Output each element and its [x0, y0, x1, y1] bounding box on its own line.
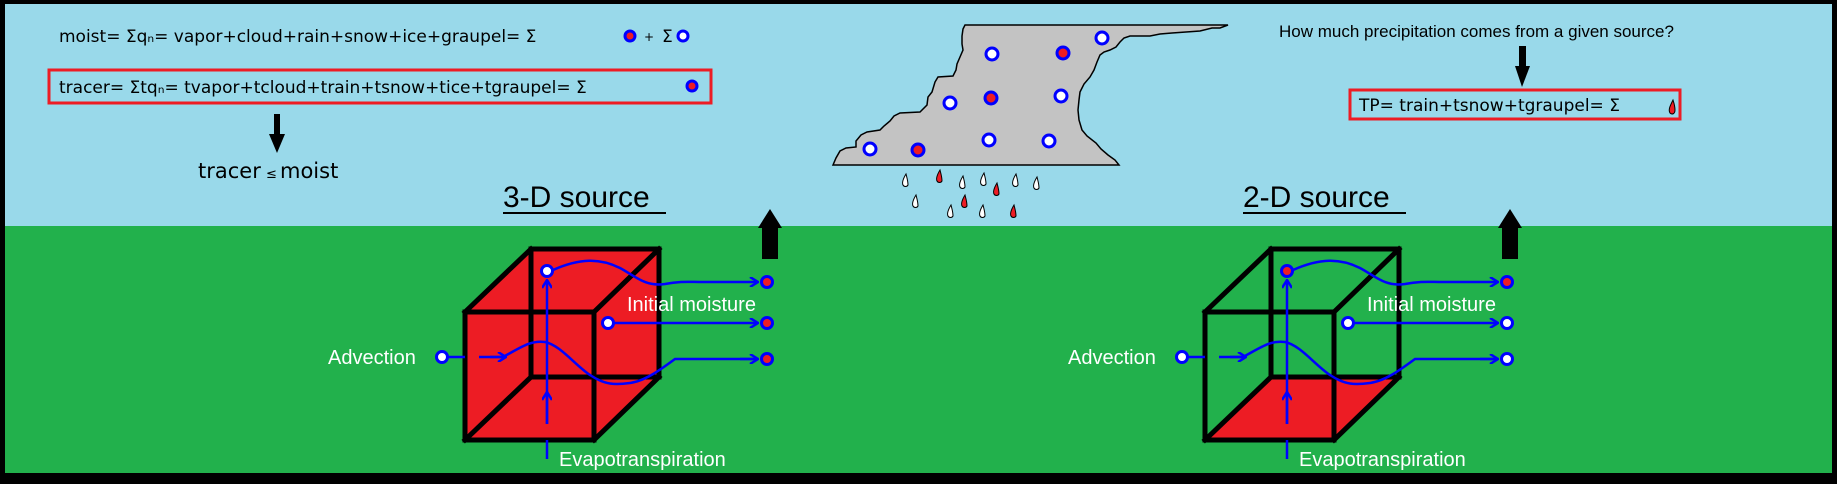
- relation-right: moist: [280, 159, 338, 183]
- untagged-particle-icon: [1500, 352, 1514, 366]
- untagged-particle-icon: [1341, 316, 1355, 330]
- tagged-particle-icon: [1500, 275, 1514, 289]
- initial-moisture-label: Initial moisture: [627, 294, 756, 316]
- evapotranspiration-label: Evapotranspiration: [1299, 449, 1466, 471]
- tracer-formula-text: tracer= Σtqₙ= tvapor+tcloud+train+tsnow+…: [59, 78, 587, 98]
- relation-op: ≤: [266, 167, 277, 182]
- advection-flow: [479, 340, 757, 386]
- untagged-drop-icon: [1012, 172, 1019, 187]
- tagged-particle-icon: [760, 316, 774, 330]
- source-cube: [461, 245, 663, 444]
- tp-formula-text: TP= train+tsnow+tgraupel= Σ: [1358, 96, 1620, 116]
- panel-title: 3-D source: [503, 181, 650, 214]
- untagged-particle-icon: [942, 95, 958, 111]
- tp-highlight-box: [1348, 88, 1682, 121]
- upward-arrow-icon: [1498, 209, 1522, 259]
- cube-edge: [590, 373, 663, 444]
- cloud-particles: [862, 30, 1110, 158]
- cloud: [831, 24, 1229, 166]
- untagged-particle-icon: [435, 350, 449, 364]
- cube-edge: [1330, 373, 1403, 444]
- down-arrow-icon: [1515, 46, 1530, 87]
- advection-label: Advection: [328, 347, 416, 369]
- tagged-particle-icon: [760, 275, 774, 289]
- relation-left: tracer: [198, 159, 261, 183]
- initial-moisture-label: Initial moisture: [1367, 294, 1496, 316]
- cube-edge: [1330, 245, 1403, 316]
- tracer-highlight-box: [47, 68, 713, 105]
- untagged-drop-icon: [947, 203, 954, 218]
- untagged-particle-icon: [601, 316, 615, 330]
- untagged-particle-icon: [984, 46, 1000, 62]
- untagged-particle-icon: [540, 264, 554, 278]
- untagged-particle-icon: [1500, 316, 1514, 330]
- moist-formula-text: moist= Σqₙ= vapor+cloud+rain+snow+ice+gr…: [59, 27, 536, 47]
- untagged-drop-icon: [979, 203, 986, 218]
- down-arrow-icon: [269, 114, 285, 153]
- cube-edge: [590, 245, 663, 316]
- evap-flow-out: [1292, 259, 1497, 285]
- tagged-drop-icon: [993, 181, 1000, 196]
- moist-sigma: Σ: [662, 27, 673, 47]
- untagged-particle-icon: [1053, 88, 1069, 104]
- untagged-particle-icon: [676, 29, 690, 43]
- upward-arrow-icon: [758, 209, 782, 259]
- moist-formula: moist= Σqₙ= vapor+cloud+rain+snow+ice+gr…: [59, 27, 690, 47]
- moisture-flows: [1175, 259, 1514, 459]
- advection-label: Advection: [1068, 347, 1156, 369]
- moisture-flows: [435, 259, 774, 459]
- untagged-drop-icon: [980, 171, 987, 186]
- untagged-drop-icon: [959, 174, 966, 189]
- cube-edge: [461, 373, 535, 444]
- untagged-particle-icon: [862, 141, 878, 157]
- tagged-drop-icon: [1668, 98, 1676, 115]
- tagged-drop-icon: [936, 168, 943, 183]
- untagged-particle-icon: [1175, 350, 1189, 364]
- tagged-particle-icon: [760, 352, 774, 366]
- panel-title: 2-D source: [1243, 181, 1390, 214]
- evapotranspiration-label: Evapotranspiration: [559, 449, 726, 471]
- tagged-particle-icon: [983, 90, 999, 106]
- precipitation-question: How much precipitation comes from a give…: [1279, 22, 1674, 41]
- tagged-particle-icon: [623, 29, 637, 43]
- cube-edge: [1201, 245, 1275, 316]
- tagged-particle-icon: [1280, 264, 1294, 278]
- ground: [5, 226, 1832, 473]
- tracer-le-moist: tracer ≤ moist: [198, 159, 338, 183]
- cube-edge: [461, 245, 535, 316]
- untagged-particle-icon: [1041, 133, 1057, 149]
- untagged-particle-icon: [981, 132, 997, 148]
- tagged-particle-icon: [1055, 45, 1071, 61]
- untagged-drop-icon: [912, 193, 919, 208]
- tagged-particle-icon: [910, 142, 926, 158]
- cube-surface-fill: [1205, 377, 1399, 440]
- tp-formula: TP= train+tsnow+tgraupel= Σ: [1348, 88, 1682, 121]
- tagged-drop-icon: [961, 193, 968, 208]
- untagged-drop-icon: [902, 172, 909, 187]
- tagged-drop-icon: [1010, 203, 1017, 218]
- moist-plus: +: [644, 30, 654, 44]
- tagged-particle-icon: [685, 79, 699, 93]
- tracer-formula: tracer= Σtqₙ= tvapor+tcloud+train+tsnow+…: [47, 68, 713, 105]
- untagged-drop-icon: [1033, 175, 1040, 190]
- evap-flow-out: [552, 259, 757, 285]
- cube-edge: [1201, 373, 1275, 444]
- precipitation-drops: [902, 168, 1040, 218]
- untagged-particle-icon: [1094, 30, 1110, 46]
- advection-flow: [1219, 340, 1497, 386]
